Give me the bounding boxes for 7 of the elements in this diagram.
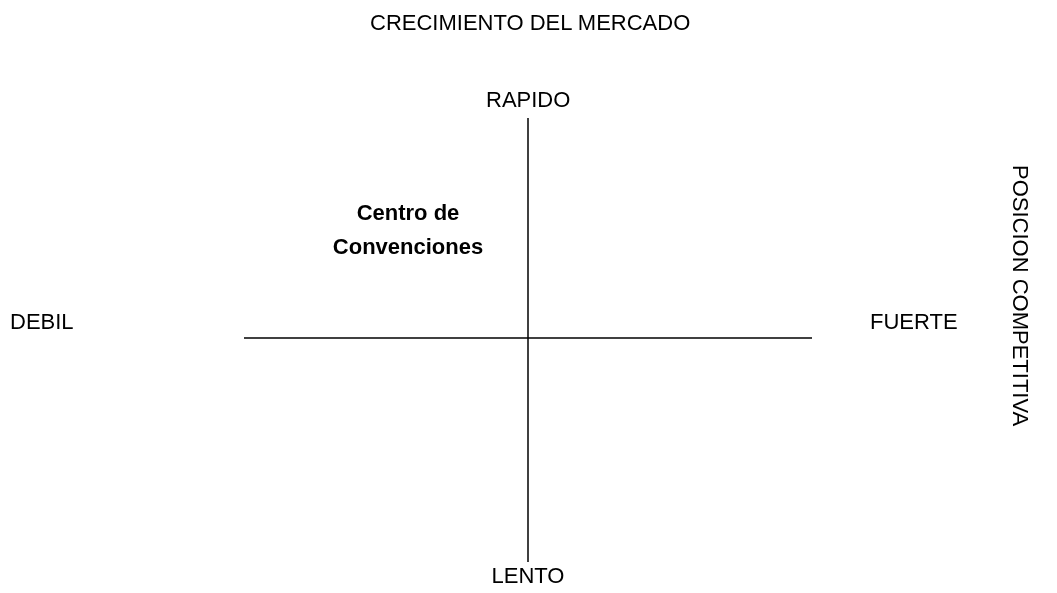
quadrant-label: Centro de Convenciones [331,199,485,261]
axis-end-label: FUERTE [870,309,958,335]
axis-title: CRECIMIENTO DEL MERCADO [370,10,691,36]
axis-end-label: RAPIDO [486,87,571,113]
axis-title: POSICION COMPETITIVA [1007,165,1033,427]
axis-end-label: DEBIL [10,309,74,335]
axis-end-label: LENTO [491,563,565,589]
